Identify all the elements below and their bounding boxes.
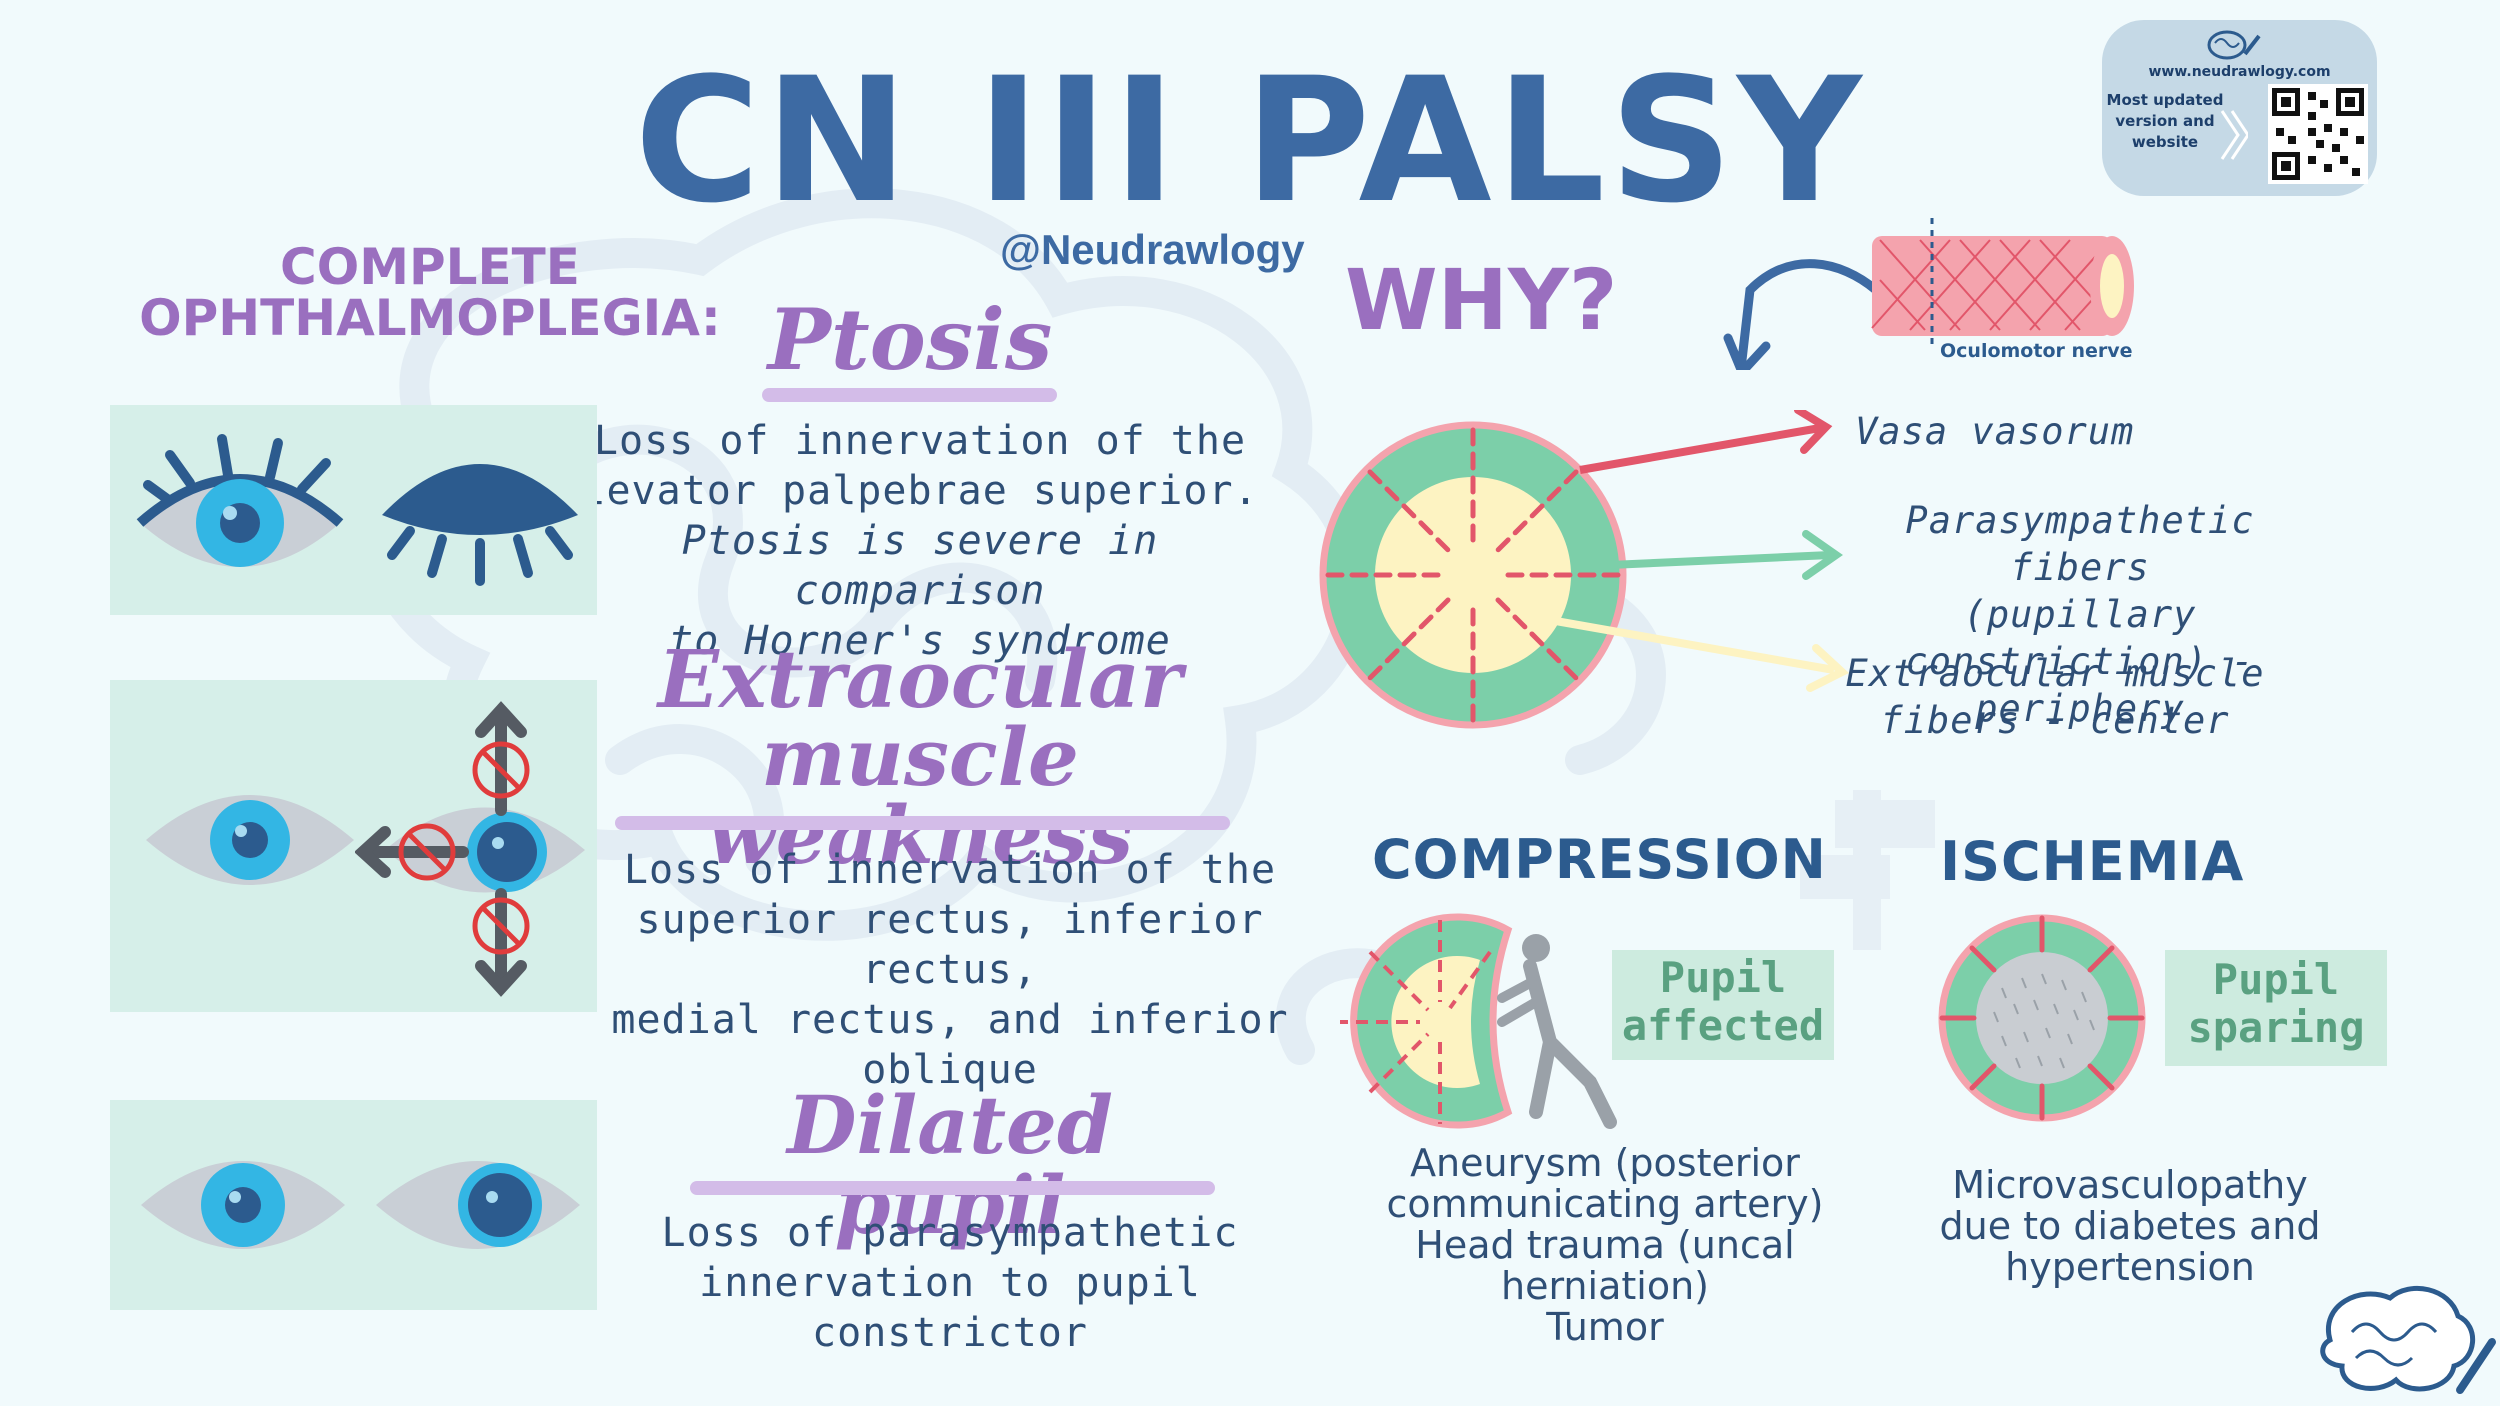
pupil-affected-line1: Pupil [1659,953,1787,1002]
prohibited-icon [398,741,530,955]
compression-cause3: Head trauma (uncal [1415,1223,1795,1267]
ischemia-heading: ISCHEMIA [1940,830,2245,893]
eom-line3: medial rectus, and inferior [611,997,1289,1043]
dilated-pupil-eye-icon [376,1161,580,1249]
ptosis-underline [762,388,1057,402]
eom-heading: Extraocular muscle weakness [600,632,1240,882]
pupil-affected-box: Pupil affected [1612,950,1834,1060]
open-eye-icon [136,434,344,567]
ptosis-heading: Ptosis [767,290,1053,389]
qr-url[interactable]: www.neudrawlogy.com [2148,64,2331,80]
compression-heading: COMPRESSION [1372,828,1827,891]
parasympathetic-line2: (pupillary constriction) - [1905,593,2255,683]
parasympathetic-label: Parasympathetic fibers (pupillary constr… [1840,497,2320,732]
complete-line2: OPHTHALMOPLEGIA: [139,289,721,347]
parasympathetic-line3: periphery [1975,687,2185,730]
normal-pupil-eye-icon [141,1161,345,1249]
eom-description: Loss of innervation of the superior rect… [600,845,1300,1095]
ptosis-line3: Ptosis is severe in comparison [681,518,1159,614]
compression-cause5: Tumor [1546,1305,1664,1349]
ptosis-line2: levator palpebrae superior. [581,468,1259,514]
eom-line1: Loss of innervation of the [623,847,1277,893]
eom-fibers-line2: fibers - center [1880,699,2230,742]
eom-heading-line1: Extraocular [657,632,1183,726]
dilated-line2: innervation to pupil constrictor [699,1260,1201,1356]
compression-cause4: herniation) [1501,1264,1709,1308]
ptosis-description: Loss of innervation of the levator palpe… [580,416,1260,666]
eom-line2: superior rectus, inferior rectus, [636,897,1264,993]
why-heading: WHY? [1345,251,1618,349]
ischemia-cause2: due to diabetes and [1939,1204,2321,1248]
ischemia-cause1: Microvasculopathy [1952,1163,2308,1207]
qr-caption: Most updated version and website [2106,91,2224,151]
vasa-vasorum-label: Vasa vasorum [1855,410,2135,453]
eom-fibers-label: Extraocular muscle fibers - center [1840,650,2270,744]
compressed-nerve-icon [1340,913,1617,1129]
deviated-eye-icon [355,701,585,997]
compression-causes: Aneurysm (posterior communicating artery… [1360,1143,1850,1348]
pupil-sparing-line1: Pupil [2212,955,2340,1004]
ptosis-line1: Loss of innervation of the [593,418,1247,464]
brain-logo-icon [2320,1285,2496,1394]
eye-icon [146,795,354,885]
oculomotor-nerve-diagram [1723,218,2134,370]
dilated-line1: Loss of parasympathetic [661,1210,1239,1256]
eom-line4: oblique [862,1047,1038,1093]
pushing-person-icon [1497,934,1617,1129]
eom-underline [615,816,1230,830]
eom-heading-line2: muscle weakness [706,710,1134,882]
ptosis-line4: to Horner's syndrome [669,618,1171,664]
author-handle: @Neudrawlogy [1000,226,1305,273]
dilated-underline [690,1181,1215,1195]
closed-eye-icon [382,464,578,586]
complete-line1: COMPLETE [280,238,580,296]
page-title: CN III PALSY [634,40,1866,241]
ischemic-nerve-icon [1938,914,2146,1122]
dilated-heading: Dilated pupil [787,1078,1113,1252]
nerve-label: Oculomotor nerve [1940,340,2133,362]
parasympathetic-line1: Parasympathetic fibers [1905,499,2255,589]
qr-code-icon[interactable] [2268,84,2368,184]
complete-ophthalmoplegia-heading: COMPLETE OPHTHALMOPLEGIA: [110,242,750,344]
compression-cause2: communicating artery) [1386,1182,1824,1226]
eom-fibers-line1: Extraocular muscle [1845,652,2265,695]
compression-cause1: Aneurysm (posterior [1410,1141,1800,1185]
dilated-description: Loss of parasympathetic innervation to p… [600,1208,1300,1358]
pupil-sparing-line2: sparing [2187,1003,2365,1052]
ischemia-causes: Microvasculopathy due to diabetes and hy… [1900,1165,2360,1288]
brain-pencil-icon [2207,30,2261,60]
ischemia-cause3: hypertension [2005,1245,2255,1289]
chevron-right-icon [2220,110,2248,160]
pupil-sparing-box: Pupil sparing [2165,950,2387,1066]
pupil-affected-line2: affected [1621,1001,1825,1050]
nerve-cross-section [1319,410,1849,729]
